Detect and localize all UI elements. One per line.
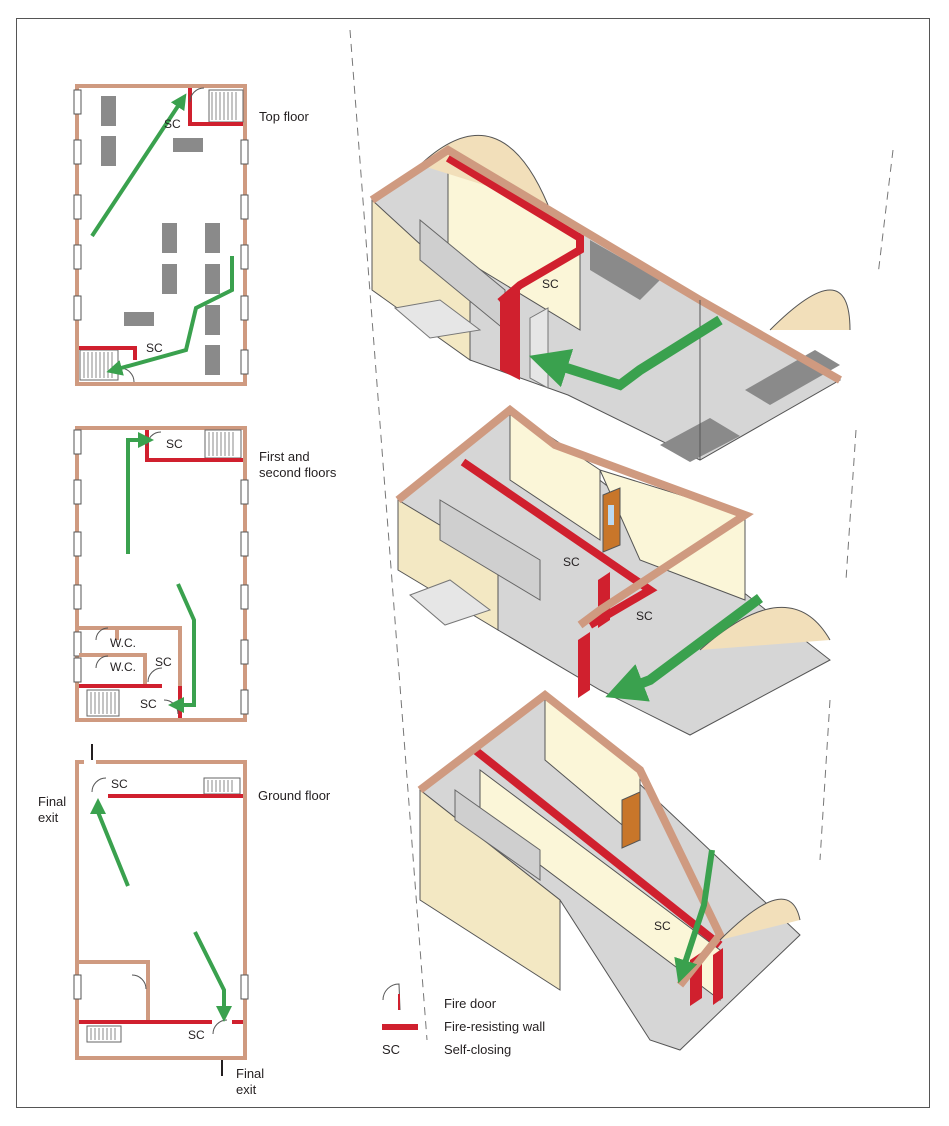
legend-fire-door: Fire door: [444, 996, 497, 1011]
iso-ground-floor: [417, 689, 801, 1051]
escape-route-arrow: [106, 256, 234, 376]
escape-route-arrow: [528, 315, 723, 391]
plan-ground-floor: [73, 744, 249, 1076]
first-second-floors-label: First and second floors: [259, 449, 337, 480]
sc-label: SC: [563, 555, 580, 569]
wc-label: W.C.: [110, 636, 136, 650]
escape-route-arrow: [90, 798, 130, 887]
escape-route-arrow: [168, 583, 196, 713]
sc-label: SC: [146, 341, 163, 355]
sc-label: SC: [155, 655, 172, 669]
legend-fire-wall: Fire-resisting wall: [444, 1019, 546, 1034]
sc-label: SC: [654, 919, 671, 933]
sc-label: SC: [188, 1028, 205, 1042]
iso-middle-floor: [395, 404, 831, 736]
plan-first-second-floors: [73, 426, 249, 722]
window-icons: [73, 429, 249, 715]
sc-label: SC: [164, 117, 181, 131]
final-exit-label: Final exit: [38, 794, 67, 825]
diagram-frame: [16, 18, 930, 1108]
plan-top-floor: [73, 84, 249, 386]
final-exit-label: Final exit: [236, 1066, 265, 1097]
sc-label: SC: [140, 697, 157, 711]
iso-top-floor: [369, 134, 851, 462]
escape-route-arrow: [126, 432, 154, 554]
legend-symbols: [382, 983, 418, 1030]
escape-route-arrow: [90, 93, 187, 238]
legend-self-closing: Self-closing: [444, 1042, 512, 1057]
projection-lines: [349, 29, 894, 1041]
escape-route-arrow: [193, 931, 232, 1022]
wc-label: W.C.: [110, 660, 136, 674]
escape-route-arrow: [674, 849, 715, 984]
legend-sc-symbol: SC: [382, 1042, 401, 1057]
desk-blocks: [101, 96, 220, 375]
sc-label: SC: [636, 609, 653, 623]
sc-label: SC: [166, 437, 183, 451]
ground-floor-label: Ground floor: [258, 788, 331, 803]
fire-door-icon: [382, 983, 401, 1011]
escape-route-arrow: [605, 593, 763, 702]
top-floor-label: Top floor: [259, 109, 309, 124]
sc-label: SC: [111, 777, 128, 791]
sc-label: SC: [542, 277, 559, 291]
window-icons: [73, 974, 249, 1000]
window-icons: [73, 89, 249, 375]
